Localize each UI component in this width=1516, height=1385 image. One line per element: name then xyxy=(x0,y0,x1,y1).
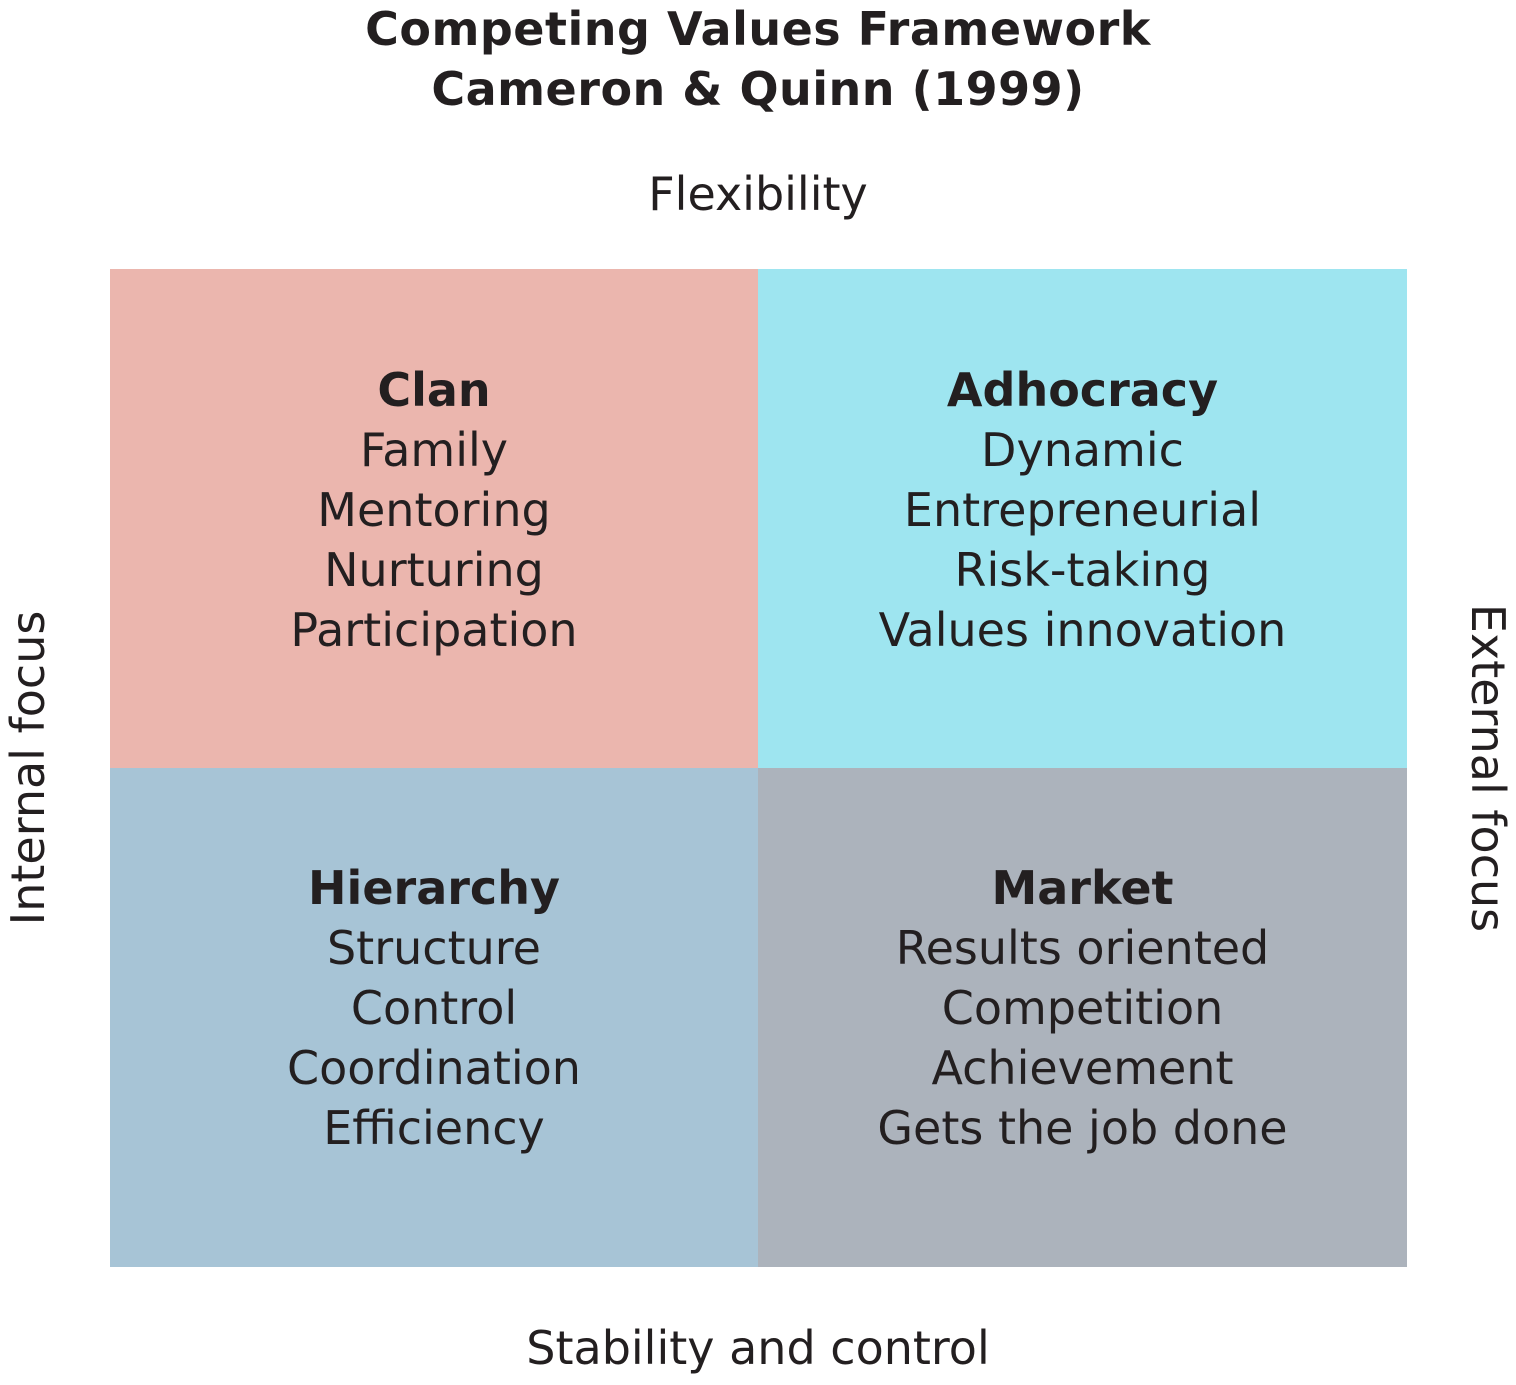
quadrant-clan: Clan Family Mentoring Nurturing Particip… xyxy=(110,269,758,768)
quadrant-grid: Clan Family Mentoring Nurturing Particip… xyxy=(110,269,1407,1267)
quadrant-hierarchy: Hierarchy Structure Control Coordination… xyxy=(110,768,758,1267)
axis-label-flexibility: Flexibility xyxy=(648,167,868,221)
title-line-1: Competing Values Framework xyxy=(365,2,1151,56)
quadrant-item: Gets the job done xyxy=(877,1100,1288,1155)
quadrant-item: Values innovation xyxy=(878,602,1287,657)
quadrant-item: Structure xyxy=(326,920,541,975)
axis-label-stability-control: Stability and control xyxy=(526,1321,990,1375)
quadrant-item: Competition xyxy=(941,980,1224,1035)
quadrant-title: Hierarchy xyxy=(308,860,560,915)
diagram-title: Competing Values Framework Cameron & Qui… xyxy=(0,0,1516,118)
quadrant-adhocracy: Adhocracy Dynamic Entrepreneurial Risk-t… xyxy=(758,269,1407,768)
quadrant-item: Participation xyxy=(290,602,578,657)
quadrant-item: Nurturing xyxy=(324,542,544,597)
quadrant-item: Results oriented xyxy=(895,920,1270,975)
quadrant-item: Dynamic xyxy=(981,422,1184,477)
quadrant-item: Mentoring xyxy=(317,482,551,537)
quadrant-title: Adhocracy xyxy=(946,362,1219,417)
axis-label-internal-focus: Internal focus xyxy=(1,610,55,926)
axis-label-external-focus: External focus xyxy=(1461,603,1515,933)
quadrant-item: Achievement xyxy=(931,1040,1234,1095)
quadrant-item: Coordination xyxy=(287,1040,581,1095)
quadrant-item: Risk-taking xyxy=(954,542,1211,597)
quadrant-title: Market xyxy=(991,860,1174,915)
quadrant-market: Market Results oriented Competition Achi… xyxy=(758,768,1407,1267)
quadrant-item: Entrepreneurial xyxy=(903,482,1262,537)
quadrant-item: Efficiency xyxy=(323,1100,545,1155)
quadrant-item: Control xyxy=(350,980,518,1035)
title-line-2: Cameron & Quinn (1999) xyxy=(431,62,1085,116)
quadrant-item: Family xyxy=(359,422,508,477)
quadrant-title: Clan xyxy=(377,362,491,417)
